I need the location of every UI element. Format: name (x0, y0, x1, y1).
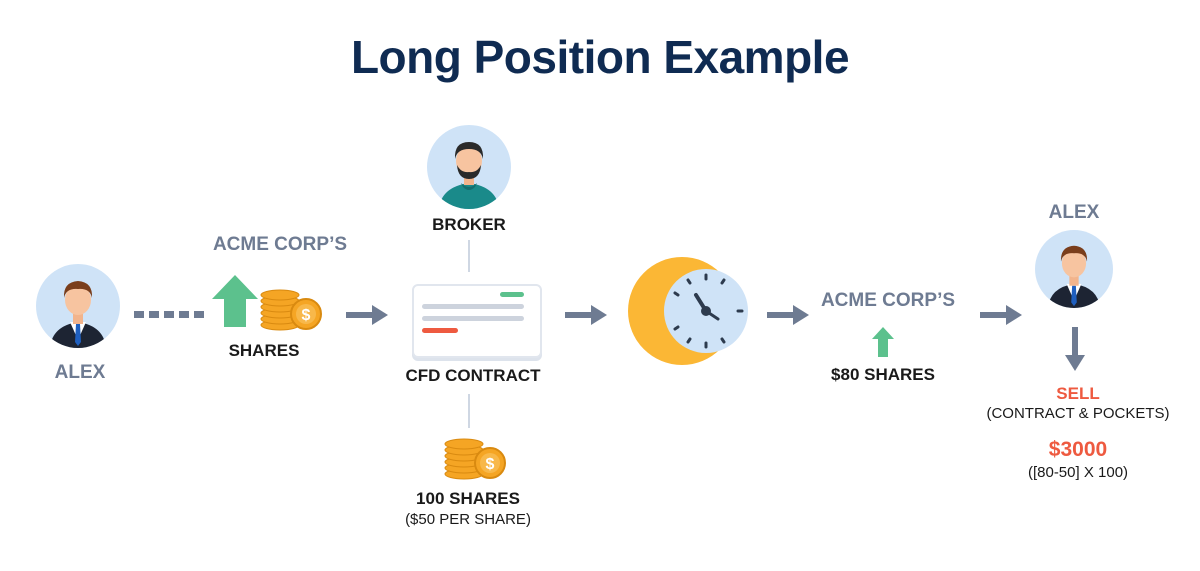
sell-detail: (CONTRACT & POCKETS) (986, 405, 1170, 422)
alex-label-left: ALEX (54, 362, 106, 383)
shares-count-label: 100 SHARES (416, 489, 520, 508)
coin-stack-icon: $ (444, 438, 506, 480)
profit-formula: ([80-50] X 100) (1027, 464, 1129, 481)
broker-icon (439, 142, 499, 209)
page-title: Long Position Example (350, 31, 850, 83)
cfd-contract-document (412, 284, 542, 358)
alex-label-right: ALEX (1048, 202, 1100, 223)
flow-arrow-2 (565, 305, 607, 325)
flow-arrow-1 (346, 305, 388, 325)
shares-heading: ACME CORP’S (212, 234, 348, 255)
contract-text-line (422, 316, 524, 321)
rise-label: $80 SHARES (831, 365, 935, 384)
contract-highlight-line (422, 328, 458, 333)
up-arrow-icon (872, 327, 894, 357)
contract-connector-line (468, 394, 470, 428)
dotted-connector (134, 311, 204, 318)
contract-accent-line (500, 292, 524, 297)
down-arrow-icon (1065, 327, 1085, 371)
shares-price-label: ($50 PER SHARE) (405, 511, 531, 528)
shares-label: SHARES (228, 341, 300, 360)
profit-amount: $3000 (1048, 438, 1108, 461)
broker-connector-line (468, 240, 470, 272)
sell-label: SELL (1056, 384, 1100, 403)
cfd-contract-label: CFD CONTRACT (405, 366, 541, 385)
alex-avatar-left (36, 264, 120, 348)
flow-arrow-4 (980, 305, 1022, 325)
rise-heading: ACME CORP’S (820, 290, 956, 311)
broker-label: BROKER (432, 215, 506, 234)
alex-avatar-right (1035, 230, 1113, 308)
flow-arrow-3 (767, 305, 809, 325)
svg-text:$: $ (486, 456, 495, 473)
businessman-icon (50, 281, 106, 348)
up-arrow-icon (212, 275, 258, 327)
moon-clock-icon (628, 257, 748, 365)
contract-text-line (422, 304, 524, 309)
coin-stack-icon: $ (260, 289, 322, 331)
businessman-icon (1048, 245, 1100, 308)
broker-avatar (427, 125, 511, 209)
svg-text:$: $ (302, 307, 311, 324)
